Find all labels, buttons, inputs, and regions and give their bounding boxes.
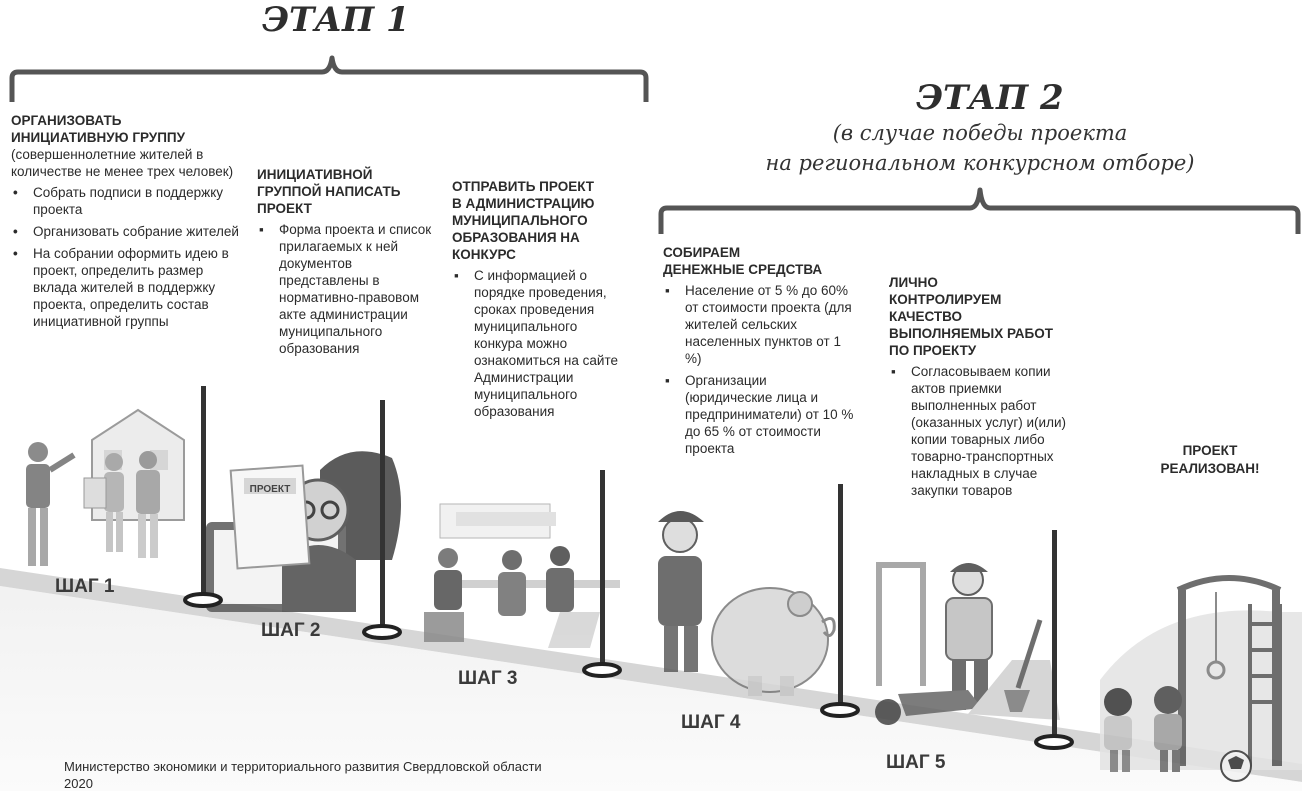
- step1-heading: ОРГАНИЗОВАТЬ ИНИЦИАТИВНУЮ ГРУППУ: [11, 112, 251, 146]
- bullet-dot-icon: •: [13, 246, 18, 261]
- stage2-bracket: [658, 187, 1301, 234]
- step5-heading-line: КАЧЕСТВО: [889, 309, 963, 324]
- stage1-bracket: [9, 55, 649, 102]
- step5-illustration: [875, 562, 1060, 725]
- step1-heading-line: ИНИЦИАТИВНУЮ ГРУППУ: [11, 130, 185, 145]
- list-item-text: С информацией о порядке проведения, срок…: [474, 268, 618, 419]
- step5-label: ШАГ 5: [886, 752, 946, 773]
- step5-heading-line: ЛИЧНО: [889, 275, 938, 290]
- step3-heading-line: ОБРАЗОВАНИЯ НА: [452, 230, 580, 245]
- footer-credit: Министерство экономики и территориальног…: [64, 758, 684, 792]
- timeline-ramp: [0, 568, 1302, 782]
- list-item-text: Собрать подписи в поддержку проекта: [33, 185, 224, 217]
- list-item: ▪ Согласовываем копии актов приемки выпол…: [889, 363, 1085, 499]
- list-item-text: На собрании оформить идею в проект, опре…: [33, 246, 229, 329]
- step5-heading: ЛИЧНО КОНТРОЛИРУЕМ КАЧЕСТВО ВЫПОЛНЯЕМЫХ …: [889, 274, 1085, 359]
- step1-bullets: • Собрать подписи в поддержку проекта • Ор…: [11, 184, 251, 330]
- stage2-subtitle-line1: (в случае победы проекта: [832, 121, 1128, 145]
- stage2-subtitle: (в случае победы проекта на региональном…: [730, 118, 1230, 178]
- footer-line1: Министерство экономики и территориальног…: [64, 759, 542, 774]
- bullet-dot-icon: •: [13, 224, 18, 239]
- step3-heading-line: КОНКУРС: [452, 247, 516, 262]
- step1-text: ОРГАНИЗОВАТЬ ИНИЦИАТИВНУЮ ГРУППУ (соверш…: [11, 112, 251, 335]
- step5-heading-line: ПО ПРОЕКТУ: [889, 343, 977, 358]
- step2-heading-line: ИНИЦИАТИВНОЙ: [257, 167, 373, 182]
- list-item: • Собрать подписи в поддержку проекта: [11, 184, 251, 218]
- list-item-text: Организации (юридические лица и предприн…: [685, 373, 854, 456]
- list-item: • На собрании оформить идею в проект, опр…: [11, 245, 251, 330]
- list-item-text: Форма проекта и список прилагаемых к ней…: [279, 222, 432, 356]
- final-illustration: [1100, 575, 1302, 782]
- timeline-ramp-shadow: [0, 586, 1302, 791]
- step3-heading-line: ОТПРАВИТЬ ПРОЕКТ: [452, 179, 595, 194]
- step3-heading-line: В АДМИНИСТРАЦИЮ: [452, 196, 595, 211]
- step4-heading: СОБИРАЕМ ДЕНЕЖНЫЕ СРЕДСТВА: [663, 244, 855, 278]
- step2-text: ИНИЦИАТИВНОЙ ГРУППОЙ НАПИСАТЬ ПРОЕКТ ▪ Фо…: [257, 166, 435, 362]
- bullet-square-icon: ▪: [665, 373, 670, 388]
- final-result-line1: ПРОЕКТ: [1182, 443, 1238, 458]
- step2-heading: ИНИЦИАТИВНОЙ ГРУППОЙ НАПИСАТЬ ПРОЕКТ: [257, 166, 435, 217]
- stage1-title: ЭТАП 1: [262, 0, 410, 40]
- list-item: ▪ С информацией о порядке проведения, сро…: [452, 267, 620, 420]
- step4-heading-line: СОБИРАЕМ: [663, 245, 741, 260]
- step2-bullets: ▪ Форма проекта и список прилагаемых к не…: [257, 221, 435, 357]
- step4-bullets: ▪ Население от 5 % до 60% от стоимости пр…: [663, 282, 855, 457]
- bullet-square-icon: ▪: [259, 222, 264, 237]
- step3-heading-line: МУНИЦИПАЛЬНОГО: [452, 213, 588, 228]
- step2-label: ШАГ 2: [261, 620, 321, 641]
- step5-heading-line: КОНТРОЛИРУЕМ: [889, 292, 1002, 307]
- list-item: • Организовать собрание жителей: [11, 223, 251, 240]
- bullet-dot-icon: •: [13, 185, 18, 200]
- bullet-square-icon: ▪: [665, 283, 670, 298]
- stage2-subtitle-line2: на региональном конкурсном отборе): [765, 151, 1195, 175]
- bullet-square-icon: ▪: [891, 364, 896, 379]
- step2-illustration: [206, 451, 401, 612]
- step3-text: ОТПРАВИТЬ ПРОЕКТ В АДМИНИСТРАЦИЮ МУНИЦИП…: [452, 178, 620, 425]
- list-item: ▪ Население от 5 % до 60% от стоимости пр…: [663, 282, 855, 367]
- step1-subheading: (совершеннолетние жителей в количестве н…: [11, 147, 234, 179]
- step1-heading-line: ОРГАНИЗОВАТЬ: [11, 113, 122, 128]
- list-item-text: Население от 5 % до 60% от стоимости про…: [685, 283, 852, 366]
- step2-heading-line: ГРУППОЙ НАПИСАТЬ: [257, 184, 401, 199]
- step4-text: СОБИРАЕМ ДЕНЕЖНЫЕ СРЕДСТВА ▪ Население от…: [663, 244, 855, 462]
- step4-label: ШАГ 4: [681, 712, 741, 733]
- list-item-text: Согласовываем копии актов приемки выполн…: [911, 364, 1067, 498]
- step4-illustration: [658, 511, 836, 696]
- bullet-square-icon: ▪: [454, 268, 459, 283]
- step3-heading: ОТПРАВИТЬ ПРОЕКТ В АДМИНИСТРАЦИЮ МУНИЦИП…: [452, 178, 620, 263]
- step5-text: ЛИЧНО КОНТРОЛИРУЕМ КАЧЕСТВО ВЫПОЛНЯЕМЫХ …: [889, 274, 1085, 504]
- step-poles: [183, 386, 1074, 750]
- list-item: ▪ Форма проекта и список прилагаемых к не…: [257, 221, 435, 357]
- step4-heading-line: ДЕНЕЖНЫЕ СРЕДСТВА: [663, 262, 823, 277]
- stage2-title: ЭТАП 2: [916, 78, 1064, 118]
- list-item-text: Организовать собрание жителей: [33, 224, 239, 239]
- step2-document-label: ПРОЕКТ: [250, 484, 291, 495]
- final-result-line2: РЕАЛИЗОВАН!: [1160, 461, 1260, 476]
- step3-label: ШАГ 3: [458, 668, 518, 689]
- step2-heading-line: ПРОЕКТ: [257, 201, 312, 216]
- step5-bullets: ▪ Согласовываем копии актов приемки выпол…: [889, 363, 1085, 499]
- step1-illustration: [26, 408, 185, 566]
- step3-bullets: ▪ С информацией о порядке проведения, сро…: [452, 267, 620, 420]
- list-item: ▪ Организации (юридические лица и предпри…: [663, 372, 855, 457]
- step5-heading-line: ВЫПОЛНЯЕМЫХ РАБОТ: [889, 326, 1053, 341]
- footer-line2: 2020: [64, 776, 93, 791]
- step3-illustration: [424, 503, 620, 648]
- final-result: ПРОЕКТ РЕАЛИЗОВАН!: [1140, 442, 1280, 478]
- step1-label: ШАГ 1: [55, 576, 115, 597]
